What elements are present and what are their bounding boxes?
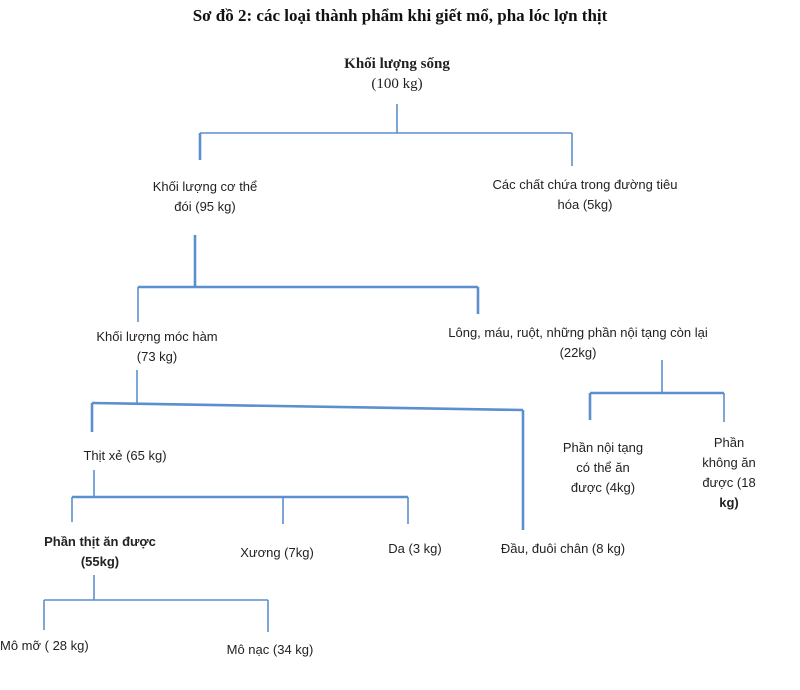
node-skin: Da (3 kg) [370, 539, 460, 559]
node-byproducts-line2: (22kg) [559, 345, 597, 360]
node-hook-weight: Khối lượng móc hàm (73 kg) [62, 327, 252, 367]
node-byproducts-line1: Lông, máu, ruột, những phần nội tạng còn… [448, 325, 708, 340]
node-lean-tissue-label: Mô nạc (34 kg) [226, 642, 314, 657]
node-skin-label: Da (3 kg) [388, 541, 442, 556]
node-bone-label: Xương (7kg) [240, 545, 314, 560]
node-digestive-contents-line2: hóa (5kg) [557, 197, 613, 212]
connector [91, 401, 524, 412]
node-hook-weight-line1: Khối lượng móc hàm [96, 329, 218, 344]
node-lean-tissue: Mô nạc (34 kg) [210, 640, 330, 660]
node-starved-body-line1: Khối lượng cơ thể [152, 179, 258, 194]
node-inedible-line4: kg) [719, 495, 739, 510]
node-inedible-line3: được (18 [702, 475, 756, 490]
node-head-tail-feet-label: Đầu, đuôi chân (8 kg) [500, 541, 626, 556]
node-digestive-contents-line1: Các chất chứa trong đường tiêu [492, 177, 678, 192]
node-edible-organs-line1: Phần nội tạng [562, 440, 644, 455]
node-edible-organs-line3: được (4kg) [570, 480, 636, 495]
node-edible-meat-line2: (55kg) [80, 554, 120, 569]
node-live-weight: Khối lượng sống (100 kg) [300, 54, 494, 94]
node-edible-meat: Phần thịt ăn được (55kg) [20, 532, 180, 572]
diagram-title: Sơ đồ 2: các loại thành phẩm khi giết mổ… [192, 6, 608, 25]
node-edible-meat-line1: Phần thịt ăn được [44, 534, 156, 549]
node-fat-tissue-label: Mô mỡ ( 28 kg) [0, 638, 89, 653]
node-edible-organs-line2: có thể ăn [576, 460, 630, 475]
node-starved-body-line2: đói (95 kg) [174, 199, 236, 214]
node-hook-weight-line2: (73 kg) [136, 349, 178, 364]
node-fat-tissue: Mô mỡ ( 28 kg) [0, 636, 110, 656]
node-live-weight-value: (100 kg) [371, 76, 423, 92]
node-carcass-label: Thịt xẻ (65 kg) [83, 448, 167, 463]
node-byproducts: Lông, máu, ruột, những phần nội tạng còn… [408, 323, 748, 363]
node-starved-body: Khối lượng cơ thể đói (95 kg) [110, 177, 300, 217]
node-digestive-contents: Các chất chứa trong đường tiêu hóa (5kg) [465, 175, 705, 215]
node-head-tail-feet: Đầu, đuôi chân (8 kg) [473, 539, 653, 559]
node-inedible-line2: không ăn [702, 455, 756, 470]
node-inedible-line1: Phần [713, 435, 745, 450]
node-carcass: Thịt xẻ (65 kg) [50, 446, 200, 466]
node-live-weight-label: Khối lượng sống [344, 56, 450, 72]
node-bone: Xương (7kg) [222, 543, 332, 563]
node-inedible: Phần không ăn được (18 kg) [684, 433, 774, 513]
node-edible-organs: Phần nội tạng có thể ăn được (4kg) [548, 438, 658, 498]
